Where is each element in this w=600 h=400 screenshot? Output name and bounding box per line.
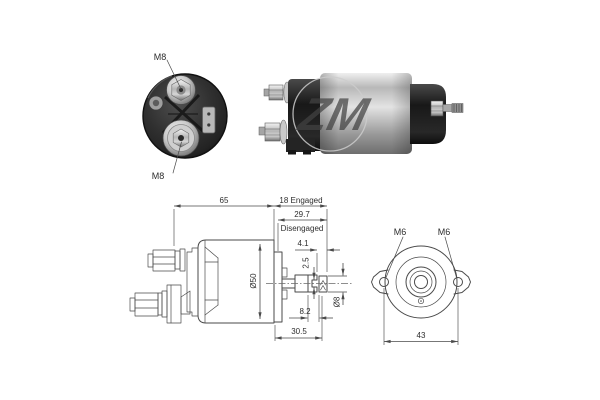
pin-hatch: [320, 280, 326, 291]
side-view-photo: ZM: [258, 73, 464, 155]
solenoid-body: [320, 73, 412, 154]
boss-circle: [395, 256, 447, 308]
dim-disengaged-label: Disengaged: [281, 224, 324, 233]
output-stud: [430, 100, 464, 117]
flange-and-plunger: [273, 251, 328, 323]
terminal-stud-top: [166, 75, 196, 105]
dim-65-label: 65: [220, 196, 229, 205]
dim-43-label: 43: [417, 331, 426, 340]
mount-hole-left: [379, 277, 389, 287]
leader-m8-bottom: [172, 141, 182, 174]
clevis-fork: [307, 274, 318, 293]
battery-terminal-studs: [258, 81, 291, 145]
recess-hole: [148, 95, 164, 111]
mounting-bracket: [286, 139, 315, 155]
ear-right: [453, 269, 471, 295]
dim-2-5-label: 2.5: [302, 257, 311, 269]
rim-highlight: [147, 75, 173, 99]
mount-hole-right: [453, 277, 463, 287]
body-outline: [197, 239, 275, 324]
terminal-stud-bottom: [162, 119, 200, 157]
label-m6-right: M6: [438, 227, 451, 237]
hub-outer: [405, 266, 437, 298]
zm-watermark: ZM: [292, 76, 375, 152]
watermark-ring: [292, 76, 368, 152]
center-bore: [414, 275, 428, 289]
spade-connector: [202, 106, 216, 134]
ear-left: [371, 269, 389, 295]
drive-pin: [318, 275, 328, 293]
label-m8-bottom: M8: [152, 171, 165, 181]
internal-contacts: [204, 246, 219, 316]
flange-plate: [273, 251, 283, 323]
hub-inner: [409, 270, 433, 294]
end-view-photo: M8 M8: [142, 52, 228, 181]
dim-29-7-label: 29.7: [294, 210, 310, 219]
terminal-lower: [129, 284, 191, 324]
dim-30-5-label: 30.5: [291, 327, 307, 336]
dim-8-2-label: 8.2: [299, 307, 311, 316]
leader-m6-right: [444, 236, 457, 278]
dim-dia50-label: Ø50: [249, 273, 258, 289]
watermark-text: ZM: [292, 89, 374, 140]
section-drawing: 65 18 Engaged 29.7 Disengaged 4.1 2.5 Ø5…: [129, 196, 352, 341]
dimensions: 65 18 Engaged 29.7 Disengaged 4.1 2.5 Ø5…: [173, 196, 347, 341]
rivet-mark: [417, 297, 425, 305]
plunger-end-cap: [410, 84, 446, 144]
leader-m6-left: [385, 236, 404, 278]
front-view-drawing: M6 M6 43: [371, 227, 471, 345]
dim-18-engaged-label: 18 Engaged: [279, 196, 322, 205]
label-m6-left: M6: [394, 227, 407, 237]
dim-dia8-label: Ø8: [333, 296, 342, 307]
terminal-upper: [147, 248, 186, 272]
back-cap: [186, 247, 199, 317]
leader-m8-top: [166, 59, 182, 90]
dim-4-1-label: 4.1: [297, 239, 309, 248]
label-m8-top: M8: [154, 52, 167, 62]
flange-outline: [384, 245, 458, 319]
